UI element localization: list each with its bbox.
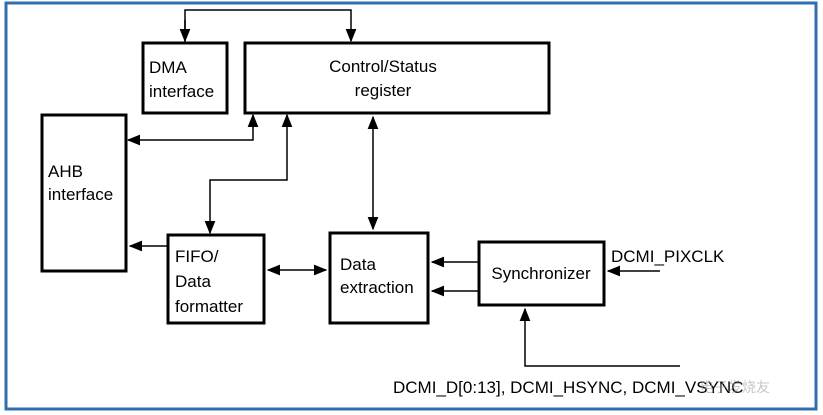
control-status-label-line2: register [355, 81, 412, 100]
data-extraction-label-line1: Data [340, 255, 376, 274]
fifo-data-formatter-block: FIFO/ Data formatter [166, 233, 266, 325]
dma-interface-block: DMA interface [141, 41, 229, 115]
dma-label-line1: DMA [149, 58, 187, 77]
bus-signals-label: DCMI_D[0:13], DCMI_HSYNC, DCMI_VSYNC [393, 378, 743, 397]
control-status-register-block: Control/Status register [243, 41, 551, 115]
fifo-label-line2: Data [175, 272, 211, 291]
pixclk-label: DCMI_PIXCLK [611, 247, 725, 266]
ahb-label-line1: AHB [48, 162, 83, 181]
fifo-label-line3: formatter [175, 297, 243, 316]
dma-label-line2: interface [149, 82, 214, 101]
data-extraction-block: Data extraction [328, 231, 430, 325]
ahb-interface-block: AHB interface [40, 113, 128, 273]
synchronizer-label: Synchronizer [491, 264, 591, 283]
ahb-label-line2: interface [48, 185, 113, 204]
synchronizer-block: Synchronizer [477, 240, 606, 307]
bus-to-sync-arrow [519, 307, 680, 367]
watermark-text: 电子发烧友 [700, 379, 770, 395]
control-status-label-line1: Control/Status [329, 57, 437, 76]
data-extraction-label-line2: extraction [340, 278, 414, 297]
fifo-to-control-arrow [204, 113, 293, 235]
fifo-label-line1: FIFO/ [175, 247, 219, 266]
